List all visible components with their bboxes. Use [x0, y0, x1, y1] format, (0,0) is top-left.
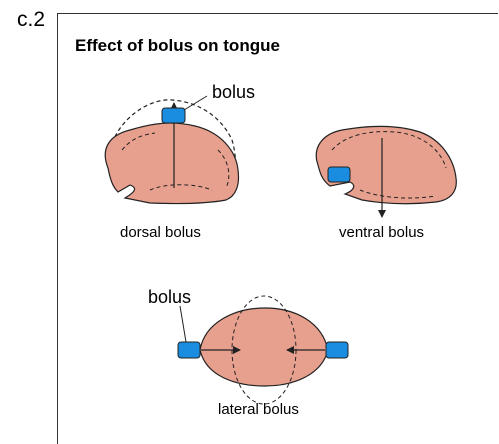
- bolus-label-top: bolus: [212, 82, 255, 103]
- bolus-label-lateral: bolus: [148, 287, 191, 308]
- lateral-tongue-body: [200, 308, 328, 386]
- lateral-bolus-left: [178, 342, 200, 358]
- bolus-leader-lateral: [180, 306, 186, 342]
- dorsal-bolus-caption: dorsal bolus: [120, 224, 201, 241]
- ventral-tongue: [316, 127, 456, 218]
- dorsal-tongue: [105, 96, 238, 204]
- ventral-tongue-body: [316, 127, 456, 204]
- lateral-tongue: [178, 296, 348, 404]
- ventral-bolus-caption: ventral bolus: [339, 224, 424, 241]
- dorsal-tongue-body: [105, 123, 238, 204]
- ventral-bolus: [328, 167, 350, 182]
- lateral-bolus-caption: lateral bolus: [218, 401, 299, 418]
- lateral-bolus-right: [326, 342, 348, 358]
- dorsal-bolus: [162, 108, 185, 123]
